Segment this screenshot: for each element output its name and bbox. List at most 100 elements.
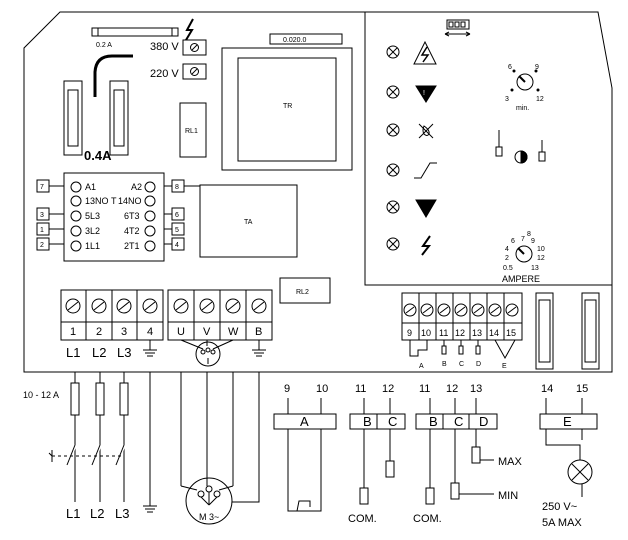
lamp-icon bbox=[386, 237, 400, 251]
side-terminal-7: 7 bbox=[40, 184, 44, 191]
circuit-bcd-letter-b: B bbox=[429, 414, 438, 429]
supply-line-l1: L1 bbox=[66, 506, 80, 521]
svg-text:!: ! bbox=[423, 90, 425, 97]
circuit-bcd-terminal-11: 11 bbox=[419, 383, 430, 395]
ground-icon bbox=[143, 340, 157, 357]
lamp-icon bbox=[567, 459, 593, 485]
contactor-13no: 13NO bbox=[85, 196, 109, 206]
display-box bbox=[269, 33, 343, 45]
contactor-6t3: 6T3 bbox=[124, 211, 140, 221]
terminal-screw[interactable] bbox=[403, 303, 417, 317]
control-letter-e: E bbox=[502, 363, 507, 370]
power-terminal-block bbox=[60, 289, 273, 341]
terminal-screw[interactable] bbox=[91, 298, 107, 314]
power-terminal-3: 3 bbox=[121, 326, 127, 338]
lightning-icon bbox=[421, 235, 432, 256]
voltage-selector-220[interactable] bbox=[182, 63, 207, 80]
control-terminal-9: 9 bbox=[407, 328, 412, 338]
ampere-scale-12: 12 bbox=[537, 255, 545, 262]
contactor-2t1: 2T1 bbox=[124, 241, 140, 251]
circuit-bcd-terminal-13: 13 bbox=[470, 383, 482, 395]
circuit-e-terminal-15: 15 bbox=[576, 383, 588, 395]
terminal-screw[interactable] bbox=[225, 298, 241, 314]
lightning-icon bbox=[185, 18, 194, 41]
lamp-icon bbox=[386, 200, 400, 214]
terminal-screw[interactable] bbox=[471, 303, 485, 317]
timer-dial[interactable] bbox=[510, 69, 540, 92]
relay-rl2-label: RL2 bbox=[296, 289, 309, 296]
terminal-screw[interactable] bbox=[251, 298, 267, 314]
lamp-icon bbox=[386, 123, 400, 137]
probe-icon bbox=[538, 140, 546, 162]
terminal-screw[interactable] bbox=[142, 298, 158, 314]
terminal-screw[interactable] bbox=[199, 298, 215, 314]
transformer-label: TR bbox=[283, 103, 292, 110]
terminal-screw[interactable] bbox=[420, 303, 434, 317]
motor-icon bbox=[185, 477, 233, 525]
terminal-screw[interactable] bbox=[488, 303, 502, 317]
circuit-bcd-com: COM. bbox=[413, 513, 442, 525]
circuit-a-letter: A bbox=[300, 414, 309, 429]
circuit-e-voltage: 250 V~ bbox=[542, 501, 577, 513]
circuit-bcd-letter-c: C bbox=[454, 414, 463, 429]
circuit-bc-terminal-11: 11 bbox=[355, 383, 366, 395]
contactor-14no: 14NO bbox=[118, 196, 142, 206]
terminal-screw[interactable] bbox=[116, 298, 132, 314]
control-letter-d: D bbox=[476, 361, 481, 368]
terminal-screw[interactable] bbox=[505, 303, 519, 317]
motor-leads bbox=[180, 372, 260, 503]
terminal-screw[interactable] bbox=[65, 298, 81, 314]
ampere-scale-9: 9 bbox=[531, 238, 535, 245]
ampere-scale-7: 7 bbox=[521, 236, 525, 243]
control-letter-b: B bbox=[442, 361, 447, 368]
circuit-e-box bbox=[539, 413, 598, 430]
circuit-a-terminal-9: 9 bbox=[284, 383, 290, 395]
transformer bbox=[221, 47, 353, 171]
side-terminals-right bbox=[164, 179, 200, 251]
terminal-screw[interactable] bbox=[173, 298, 189, 314]
ampere-scale-6: 6 bbox=[511, 238, 515, 245]
circuit-a-switch bbox=[287, 398, 322, 512]
supply-fuse-range: 10 - 12 A bbox=[23, 390, 59, 400]
fuse-holder-left bbox=[63, 80, 83, 156]
ampere-dial[interactable] bbox=[515, 245, 533, 263]
holder-right bbox=[581, 292, 600, 370]
ampere-scale-8: 8 bbox=[527, 231, 531, 238]
phase-fault-triangle-icon bbox=[415, 199, 437, 218]
circuit-bcd-terminal-12: 12 bbox=[446, 383, 458, 395]
ampere-label: AMPERE bbox=[502, 274, 540, 284]
ampere-scale-10: 10 bbox=[537, 246, 545, 253]
contactor-3l2: 3L2 bbox=[85, 226, 100, 236]
side-terminal-8: 8 bbox=[175, 184, 179, 191]
current-transformer-label: TA bbox=[244, 219, 253, 226]
timer-unit-label: min. bbox=[516, 105, 529, 112]
circuit-a-box bbox=[273, 413, 337, 430]
side-terminal-4: 4 bbox=[175, 242, 179, 249]
power-terminal-w: W bbox=[228, 326, 239, 338]
control-terminal-15: 15 bbox=[506, 328, 516, 338]
probe-icon bbox=[495, 130, 503, 157]
line-label-l2: L2 bbox=[92, 345, 106, 360]
contactor-a2: A2 bbox=[131, 182, 142, 192]
fuse-holder-right bbox=[109, 80, 129, 156]
relay-rl2 bbox=[279, 277, 331, 304]
terminal-screw[interactable] bbox=[437, 303, 451, 317]
side-terminals-left bbox=[36, 179, 64, 251]
ampere-scale-2: 2 bbox=[505, 255, 509, 262]
terminal-screw[interactable] bbox=[454, 303, 468, 317]
power-terminal-2: 2 bbox=[96, 326, 102, 338]
selector-wire bbox=[93, 54, 133, 97]
circuit-bcd-max: MAX bbox=[498, 456, 523, 468]
current-transformer bbox=[199, 184, 298, 258]
ampere-scale-0-5: 0.5 bbox=[503, 265, 513, 272]
side-terminal-2: 2 bbox=[40, 242, 44, 249]
voltage-selector-380[interactable] bbox=[182, 39, 207, 56]
circuit-bc-letter-b: B bbox=[363, 414, 372, 429]
contactor-4t2: 4T2 bbox=[124, 226, 140, 236]
side-terminal-3: 3 bbox=[40, 212, 44, 219]
control-terminal-14: 14 bbox=[489, 328, 499, 338]
contactor-t: T bbox=[111, 196, 117, 206]
control-terminal-13: 13 bbox=[472, 328, 482, 338]
control-terminal-10: 10 bbox=[421, 328, 431, 338]
front-panel: ! 6 9 3 12 min. bbox=[364, 11, 613, 286]
